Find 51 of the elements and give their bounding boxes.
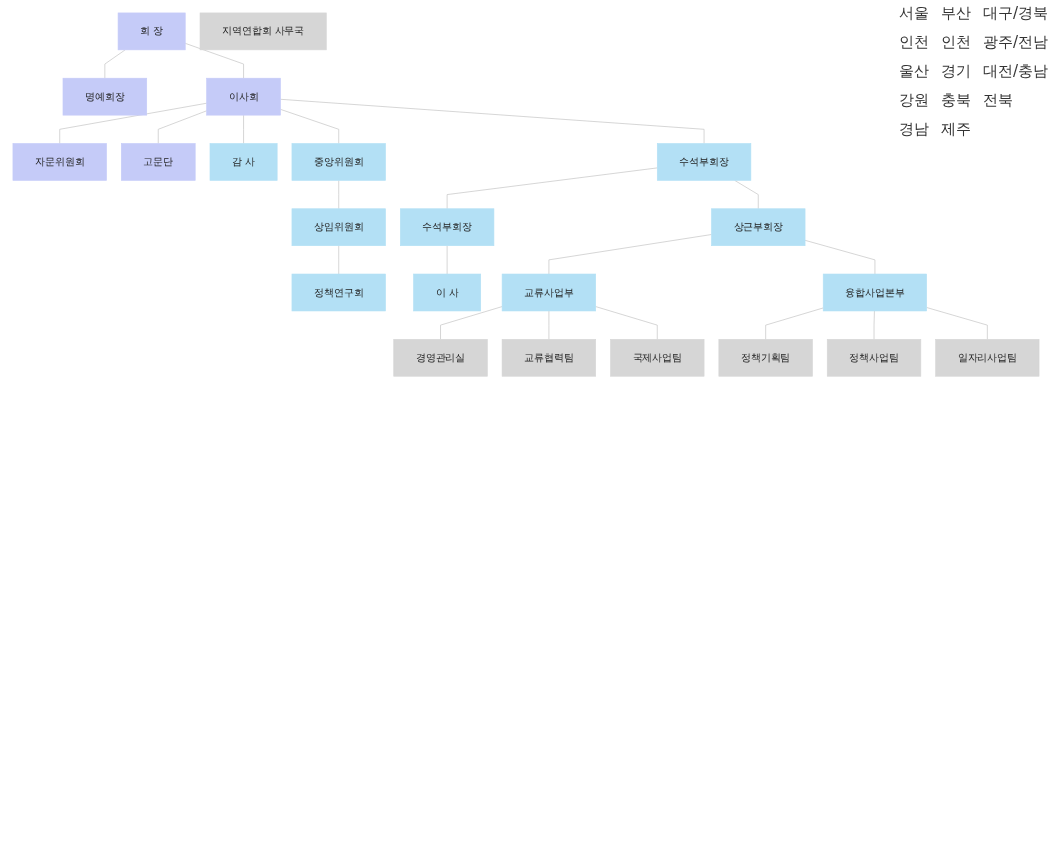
connector <box>595 306 658 340</box>
region-name: 광주/전남 <box>983 33 1049 52</box>
node-box: 교류협력팀 <box>501 339 596 377</box>
region-name: 인천 <box>899 33 929 52</box>
node-box: 중앙위원회 <box>291 143 386 181</box>
node-box: 정책연구회 <box>291 273 386 312</box>
connector <box>734 180 759 210</box>
node-box: 지역연합회 사무국 <box>199 12 327 51</box>
connector <box>804 239 876 275</box>
connector <box>157 110 207 144</box>
region-name: 울산 <box>899 62 929 81</box>
region-name: 충북 <box>941 91 971 110</box>
connector <box>243 114 244 144</box>
node-box: 국제사업팀 <box>610 339 705 377</box>
region-name: 전북 <box>983 91 1014 110</box>
node-box: 상임위원회 <box>291 208 386 246</box>
connector <box>548 234 712 275</box>
connector <box>440 306 503 340</box>
region-name: 인천 <box>941 33 971 52</box>
region-name: 제주 <box>941 120 971 139</box>
connector <box>280 108 340 144</box>
node-box: 정책사업팀 <box>826 339 922 377</box>
node-box: 명예회장 <box>62 77 148 116</box>
region-name: 서울 <box>899 4 929 23</box>
connector <box>765 307 824 340</box>
connector <box>280 98 705 144</box>
region-name: 부산 <box>941 4 971 23</box>
region-name: 경남 <box>899 120 929 139</box>
region-name: 경기 <box>941 62 971 81</box>
connector <box>926 307 988 340</box>
node-box: 수석부회장 <box>656 143 752 181</box>
node-box: 감 사 <box>209 143 278 181</box>
connector <box>104 49 126 79</box>
node-box: 상근부회장 <box>711 208 806 246</box>
node-box: 자문위원회 <box>12 143 107 181</box>
node-box: 경영관리실 <box>393 339 488 377</box>
connector <box>59 102 207 144</box>
connector <box>184 42 244 79</box>
node-box: 일자리사업팀 <box>935 339 1040 377</box>
region-name: 강원 <box>899 91 929 110</box>
region-name: 대전/충남 <box>983 62 1049 81</box>
node-box: 정책기획팀 <box>718 339 813 377</box>
node-box: 수석부회장 <box>400 208 495 246</box>
node-box: 교류사업부 <box>501 273 596 312</box>
region-name: 대구/경북 <box>983 4 1049 23</box>
node-box: 이 사 <box>413 273 481 312</box>
node-box: 이사회 <box>206 77 281 116</box>
node-box: 고문단 <box>121 143 196 181</box>
connector <box>446 167 658 210</box>
node-box: 융합사업본부 <box>822 273 927 312</box>
node-box: 회 장 <box>117 12 186 51</box>
